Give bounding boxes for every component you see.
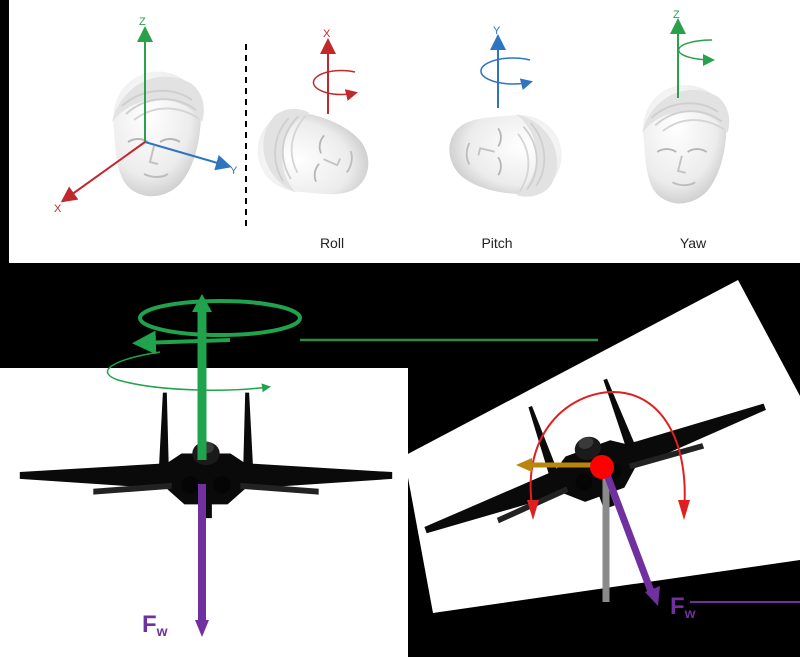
x-axis-arrow [60, 141, 146, 203]
vertical-axis-arrowhead [192, 294, 212, 312]
roll-group: X Roll [250, 28, 377, 251]
x-axis-label: X [54, 203, 62, 215]
pitch-label: Pitch [481, 235, 512, 251]
lift-component-arrowhead [516, 458, 532, 472]
yaw-rotation-arrow [677, 39, 715, 66]
force-arrow-right [602, 470, 656, 596]
roll-arc-arrowhead-right [678, 500, 690, 520]
roll-arc [529, 390, 686, 513]
z-axis-label: Z [139, 16, 146, 28]
yaw-label: Yaw [680, 235, 707, 251]
roll-axis-label: X [323, 28, 331, 40]
force-label-left: Fw [142, 611, 168, 639]
pitch-group: Y Pitch [448, 25, 563, 251]
yaw-ring-upper [138, 299, 302, 337]
center-of-gravity-dot [590, 455, 614, 479]
roll-label: Roll [320, 235, 344, 251]
y-axis-arrow [144, 141, 232, 171]
y-axis-label: Y [230, 165, 238, 177]
head-axes-group: Z Y X [54, 16, 238, 215]
roll-arc-arrowhead-left [527, 500, 539, 520]
yaw-axis-label: Z [673, 9, 680, 21]
yaw-group: Z Yaw [641, 9, 731, 251]
force-arrowhead-left [195, 620, 209, 637]
pitch-axis-label: Y [493, 25, 501, 37]
yaw-ring-lower [106, 351, 271, 393]
roll-rotation-arrow [312, 69, 358, 101]
force-arrowhead-right [645, 586, 660, 606]
yaw-ring-arrowhead [132, 330, 231, 355]
pitch-rotation-arrow [480, 57, 533, 91]
force-label-right: Fw [670, 593, 696, 621]
